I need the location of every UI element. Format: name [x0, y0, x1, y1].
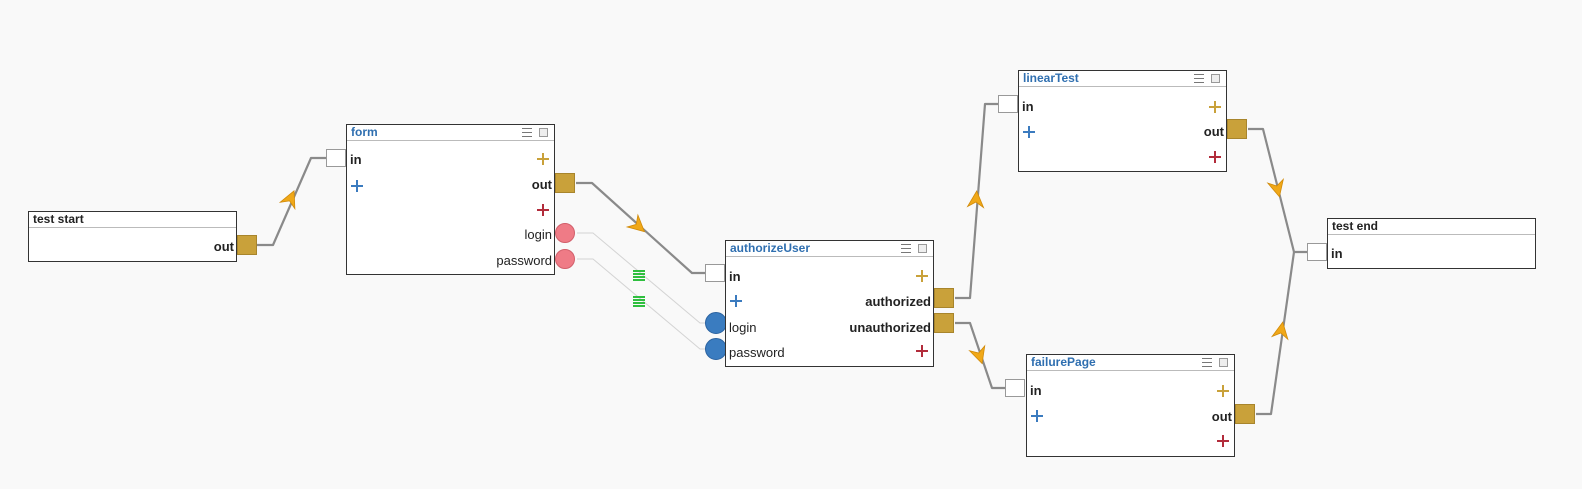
add-input-plus-icon[interactable]: [1023, 126, 1035, 138]
remove-plus-icon[interactable]: [1217, 435, 1229, 447]
port-label-authorized: authorized: [865, 294, 931, 309]
checkbox-icon[interactable]: [1211, 74, 1220, 83]
port-label-out: out: [213, 239, 234, 254]
data-mapping-icon[interactable]: [633, 270, 645, 281]
param-input-password[interactable]: [705, 338, 727, 360]
port-label-unauthorized: unauthorized: [849, 320, 931, 335]
arrow-icon: [625, 213, 646, 233]
wire-failurepage-to-end: [1256, 251, 1296, 416]
port-label-in: in: [1331, 246, 1343, 261]
node-title[interactable]: form: [347, 125, 554, 141]
node-form[interactable]: form in out login password: [346, 124, 555, 275]
param-output-login[interactable]: [555, 223, 575, 243]
output-port-out[interactable]: [555, 173, 575, 193]
output-port-out[interactable]: [237, 235, 257, 255]
arrow-icon: [1266, 177, 1285, 198]
add-input-plus-icon[interactable]: [1031, 410, 1043, 422]
output-port-authorized[interactable]: [934, 288, 954, 308]
menu-icon[interactable]: [522, 128, 532, 137]
node-title[interactable]: failurePage: [1027, 355, 1234, 371]
node-linear-test[interactable]: linearTest in out: [1018, 70, 1227, 172]
node-title-text: authorizeUser: [730, 241, 811, 255]
node-title-text: form: [351, 125, 378, 139]
input-port-in[interactable]: [1307, 243, 1327, 261]
menu-icon[interactable]: [901, 244, 911, 253]
menu-icon[interactable]: [1202, 358, 1212, 367]
input-port-in[interactable]: [326, 149, 346, 167]
output-port-unauthorized[interactable]: [934, 313, 954, 333]
node-title: test start: [29, 212, 236, 228]
input-port-in[interactable]: [998, 95, 1018, 113]
output-port-out[interactable]: [1235, 404, 1255, 424]
data-mapping-icon[interactable]: [633, 296, 645, 307]
arrow-icon: [968, 344, 986, 365]
remove-plus-icon[interactable]: [1209, 151, 1221, 163]
arrow-icon: [966, 190, 985, 209]
node-failure-page[interactable]: failurePage in out: [1026, 354, 1235, 457]
port-label-in: in: [1022, 99, 1034, 114]
input-port-in[interactable]: [1005, 379, 1025, 397]
node-authorize-user[interactable]: authorizeUser in login password authoriz…: [725, 240, 934, 367]
remove-plus-icon[interactable]: [537, 204, 549, 216]
node-title-text: linearTest: [1023, 71, 1079, 85]
add-input-plus-icon[interactable]: [351, 180, 363, 192]
param-input-login[interactable]: [705, 312, 727, 334]
checkbox-icon[interactable]: [539, 128, 548, 137]
arrow-icon: [278, 190, 296, 211]
add-output-plus-icon[interactable]: [916, 270, 928, 282]
add-output-plus-icon[interactable]: [1217, 385, 1229, 397]
remove-plus-icon[interactable]: [916, 345, 928, 357]
node-title: test end: [1328, 219, 1535, 235]
port-label-in: in: [729, 269, 741, 284]
add-input-plus-icon[interactable]: [730, 295, 742, 307]
param-label-password: password: [496, 253, 552, 268]
checkbox-icon[interactable]: [1219, 358, 1228, 367]
param-label-login: login: [729, 320, 757, 335]
port-label-in: in: [350, 152, 362, 167]
data-wire-login: [577, 232, 716, 324]
node-title-text: failurePage: [1031, 355, 1096, 369]
output-port-out[interactable]: [1227, 119, 1247, 139]
port-label-in: in: [1030, 383, 1042, 398]
menu-icon[interactable]: [1194, 74, 1204, 83]
port-label-out: out: [1211, 409, 1232, 424]
node-test-end[interactable]: test end in: [1327, 218, 1536, 269]
port-label-out: out: [1203, 124, 1224, 139]
add-output-plus-icon[interactable]: [537, 153, 549, 165]
param-label-password: password: [729, 345, 785, 360]
param-label-login: login: [524, 227, 552, 242]
node-test-start[interactable]: test start out: [28, 211, 237, 262]
port-label-out: out: [531, 177, 552, 192]
node-title[interactable]: linearTest: [1019, 71, 1226, 87]
checkbox-icon[interactable]: [918, 244, 927, 253]
input-port-in[interactable]: [705, 264, 725, 282]
param-output-password[interactable]: [555, 249, 575, 269]
add-output-plus-icon[interactable]: [1209, 101, 1221, 113]
arrow-icon: [1270, 321, 1289, 341]
node-title[interactable]: authorizeUser: [726, 241, 933, 257]
